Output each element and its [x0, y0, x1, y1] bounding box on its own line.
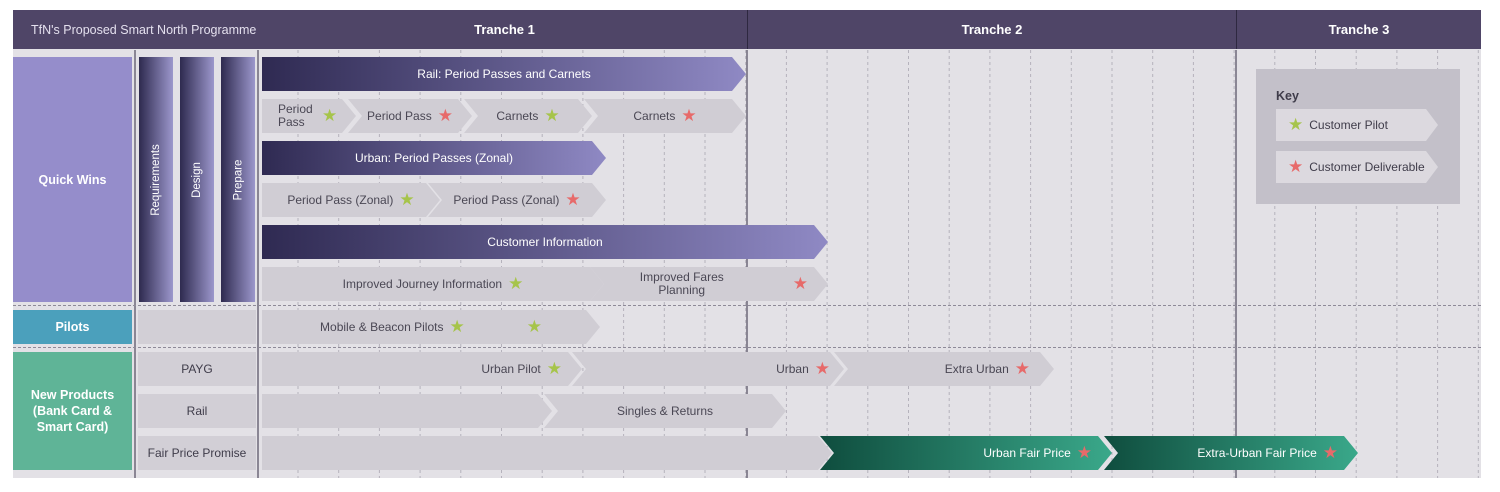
row-separator	[13, 305, 1481, 306]
legend-title: Key	[1276, 89, 1299, 103]
bar-improved-fares-planning: Improved Fares Planning★	[590, 267, 828, 301]
star-icon: ★	[792, 274, 808, 293]
sublabel-rail: Rail	[138, 394, 256, 428]
phase-prepare: Prepare	[221, 57, 255, 302]
star-icon: ★	[449, 317, 465, 336]
star-icon: ★	[1014, 359, 1030, 378]
pilots-sublabel-blank	[138, 310, 256, 344]
bar-extra-urban-fair-price: Extra-Urban Fair Price★	[1104, 436, 1358, 470]
bar-customer-information: Customer Information	[262, 225, 828, 259]
star-icon: ★	[526, 317, 542, 336]
bar-period-pass-zonal-deliverable: Period Pass (Zonal)★	[428, 183, 606, 217]
sublabel-payg: PAYG	[138, 352, 256, 386]
sublabel-fair-price-promise: Fair Price Promise	[138, 436, 256, 470]
bar-mobile-beacon-pilots: Mobile & Beacon Pilots★★	[262, 310, 600, 344]
row-separator	[13, 347, 1481, 348]
tranche-3-header: Tranche 3	[1328, 22, 1390, 37]
bar-period-pass-zonal-pilot: Period Pass (Zonal)★	[262, 183, 440, 217]
tranche-divider	[1236, 10, 1237, 49]
star-icon: ★	[1288, 115, 1304, 134]
legend-key: Key ★Customer Pilot ★Customer Deliverabl…	[1256, 69, 1460, 204]
bar-period-pass-deliverable: Period Pass★	[348, 99, 472, 133]
star-icon: ★	[546, 359, 562, 378]
star-icon: ★	[1076, 443, 1092, 462]
bar-rail-blank	[262, 394, 552, 428]
phase-design: Design	[180, 57, 214, 302]
star-icon: ★	[1322, 443, 1338, 462]
tranche-2-header: Tranche 2	[961, 22, 1023, 37]
tranche-1-header: Tranche 1	[474, 22, 535, 37]
bar-urban-period-passes: Urban: Period Passes (Zonal)	[262, 141, 606, 175]
star-icon: ★	[544, 106, 560, 125]
star-icon: ★	[508, 274, 524, 293]
bar-urban-fair-price: Urban Fair Price★	[820, 436, 1112, 470]
bar-rail-period-passes: Rail: Period Passes and Carnets	[262, 57, 746, 91]
bar-urban: Urban★	[572, 352, 844, 386]
star-icon: ★	[1288, 157, 1304, 176]
row-label-new-products: New Products (Bank Card & Smart Card)	[13, 352, 132, 470]
phase-requirements: Requirements	[139, 57, 173, 302]
star-icon: ★	[681, 106, 697, 125]
programme-title: TfN's Proposed Smart North Programme	[31, 22, 257, 37]
bar-carnets-deliverable: Carnets★	[584, 99, 746, 133]
row-label-pilots: Pilots	[13, 310, 132, 344]
bar-period-pass-pilot: Period Pass★	[262, 99, 356, 133]
bar-singles-returns: Singles & Returns	[544, 394, 786, 428]
legend-item-customer-deliverable: ★Customer Deliverable	[1276, 151, 1438, 183]
tranche-divider	[747, 10, 748, 49]
star-icon: ★	[565, 190, 581, 209]
star-icon: ★	[814, 359, 830, 378]
star-icon: ★	[399, 190, 415, 209]
legend-item-customer-pilot: ★Customer Pilot	[1276, 109, 1438, 141]
star-icon: ★	[322, 106, 338, 125]
row-label-quick-wins: Quick Wins	[13, 57, 132, 302]
bar-urban-pilot: Urban Pilot★	[262, 352, 582, 386]
bar-improved-journey-information: Improved Journey Information★	[262, 267, 604, 301]
bar-carnets-pilot: Carnets★	[464, 99, 592, 133]
bar-extra-urban: Extra Urban★	[834, 352, 1054, 386]
bar-fair-price-blank	[262, 436, 832, 470]
star-icon: ★	[437, 106, 453, 125]
